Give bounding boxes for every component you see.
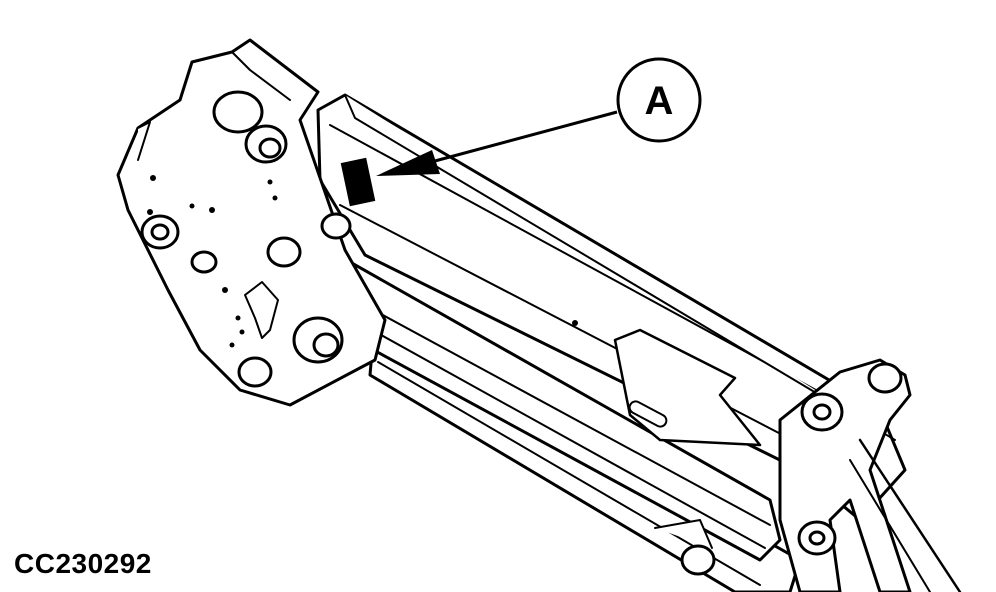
cylinder-pin [292, 316, 344, 364]
bracket-pin-upper [212, 90, 288, 164]
boom-pin [320, 212, 352, 240]
mounting-frame-plate [116, 38, 387, 407]
figure-code: CC230292 [14, 548, 152, 579]
end-pin-lower [797, 520, 837, 556]
callout-letter: A [645, 79, 674, 123]
latch-lever [244, 281, 279, 339]
callout-a: A [616, 57, 702, 143]
callout-arrowhead [376, 150, 440, 176]
bracket-pin-middle [190, 250, 218, 274]
cylinder-rod-end [654, 519, 716, 576]
bracket-pin-left [140, 214, 180, 250]
callout-leader [376, 110, 618, 176]
end-pin-upper [800, 392, 844, 432]
plate-holes [147, 175, 578, 348]
end-pin-right [867, 362, 903, 394]
bracket-pin-lower [237, 356, 273, 388]
link-pin-upper [266, 236, 302, 268]
decal-label [340, 157, 376, 207]
